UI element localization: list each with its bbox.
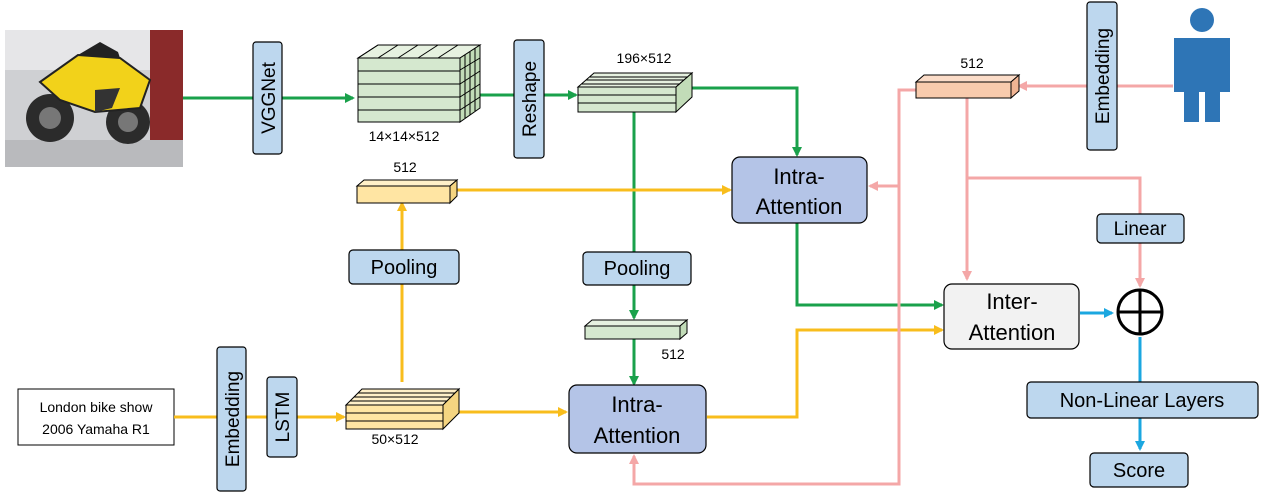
text-pooling-box: Pooling xyxy=(348,249,460,285)
nonlinear-label: Non-Linear Layers xyxy=(1060,390,1225,412)
user-embedding-vector xyxy=(914,73,1021,100)
text-pooled-dim-label: 512 xyxy=(393,159,417,175)
inter-label-2: Attention xyxy=(969,320,1056,345)
reshape-label: Reshape xyxy=(520,61,541,137)
image-feature-cube xyxy=(356,44,482,123)
text-sequence-tensor xyxy=(344,387,461,431)
reshaped-tensor xyxy=(576,71,694,114)
intra-top-label-1: Intra- xyxy=(773,164,824,189)
text-input-box: London bike show 2006 Yamaha R1 xyxy=(17,388,175,446)
text-pooled-vector xyxy=(355,178,459,205)
text-seq-dim-label: 50×512 xyxy=(371,431,418,447)
reshaped-dim-label: 196×512 xyxy=(617,50,672,66)
text-pooling-label: Pooling xyxy=(371,257,438,279)
motorcycle-photo xyxy=(5,30,183,167)
image-pooling-label: Pooling xyxy=(604,258,671,280)
text-embedding-box: Embedding xyxy=(216,346,247,492)
intra-attention-top: Intra- Attention xyxy=(731,156,868,224)
lstm-box: LSTM xyxy=(266,376,298,458)
vggnet-label: VGGNet xyxy=(259,61,280,134)
intra-bottom-label-2: Attention xyxy=(594,423,681,448)
reshape-box: Reshape xyxy=(513,39,545,159)
user-vec-dim-label: 512 xyxy=(960,55,984,71)
sum-icon xyxy=(1116,288,1164,336)
score-label: Score xyxy=(1113,460,1165,482)
user-embedding-label: Embedding xyxy=(1093,28,1114,124)
text-input-line1: London bike show xyxy=(40,399,154,415)
image-pooling-box: Pooling xyxy=(582,251,692,286)
text-input-line2: 2006 Yamaha R1 xyxy=(42,421,150,437)
inter-attention: Inter- Attention xyxy=(943,283,1080,350)
user-embedding-box: Embedding xyxy=(1086,1,1118,151)
image-pooled-dim-label: 512 xyxy=(661,346,685,362)
blue-connectors xyxy=(1080,308,1145,451)
inter-label-1: Inter- xyxy=(986,289,1037,314)
yellow-connectors xyxy=(174,185,944,422)
text-embedding-label: Embedding xyxy=(223,371,244,467)
cube-dim-label: 14×14×512 xyxy=(369,128,440,144)
intra-attention-bottom: Intra- Attention xyxy=(568,384,707,454)
linear-box: Linear xyxy=(1096,213,1185,244)
nonlinear-box: Non-Linear Layers xyxy=(1026,381,1259,419)
lstm-label: LSTM xyxy=(273,392,294,443)
score-box: Score xyxy=(1089,452,1189,488)
pink-connectors xyxy=(629,81,1173,486)
person-icon xyxy=(1174,8,1230,122)
intra-top-label-2: Attention xyxy=(756,194,843,219)
linear-label: Linear xyxy=(1114,219,1167,240)
image-pooled-vector xyxy=(583,318,689,341)
green-connectors xyxy=(183,86,944,386)
vggnet-box: VGGNet xyxy=(252,41,283,155)
intra-bottom-label-1: Intra- xyxy=(611,392,662,417)
